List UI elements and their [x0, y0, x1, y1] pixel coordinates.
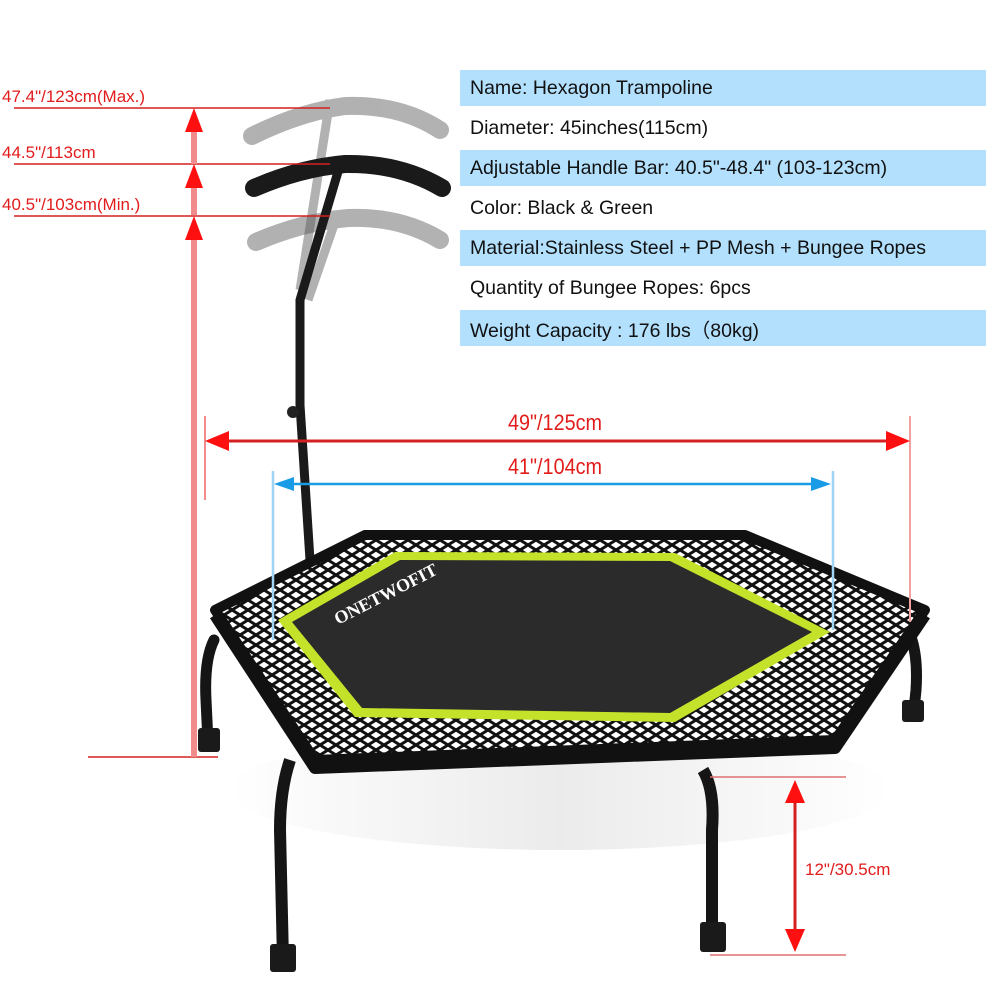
spec-row-name: Name: Hexagon Trampoline [460, 70, 986, 106]
spec-row-material: Material:Stainless Steel + PP Mesh + Bun… [460, 230, 986, 266]
mat-width-dimension [271, 471, 835, 640]
leg-height-dimension [710, 776, 846, 956]
leg-height-label: 12"/30.5cm [805, 860, 891, 879]
back-legs [198, 634, 924, 752]
spec-row-color: Color: Black & Green [470, 196, 654, 219]
overall-width-label: 49"/125cm [508, 410, 602, 435]
spec-row-handle-bar: Adjustable Handle Bar: 40.5"-48.4" (103-… [460, 150, 986, 186]
handle-mid-label: 44.5"/113cm [2, 143, 96, 162]
overall-width-dimension [204, 416, 911, 622]
spec-table: Name: Hexagon Trampoline Diameter: 45inc… [460, 68, 986, 348]
spec-row-weight-capacity: Weight Capacity : 176 lbs（80kg) [460, 310, 986, 346]
handle-max-label: 47.4"/123cm(Max.) [2, 87, 146, 106]
front-legs [270, 758, 726, 972]
spec-row-diameter: Diameter: 45inches(115cm) [470, 116, 709, 139]
spec-row-bungee-quantity: Quantity of Bungee Ropes: 6pcs [470, 276, 751, 299]
mat-width-label: 41"/104cm [508, 454, 602, 479]
handle-height-dimensions [14, 107, 330, 758]
handlebar-max-ghost [243, 96, 449, 291]
handlebar-min-ghost [247, 208, 449, 302]
handlebar [245, 154, 451, 561]
handle-min-label: 40.5"/103cm(Min.) [2, 195, 141, 214]
